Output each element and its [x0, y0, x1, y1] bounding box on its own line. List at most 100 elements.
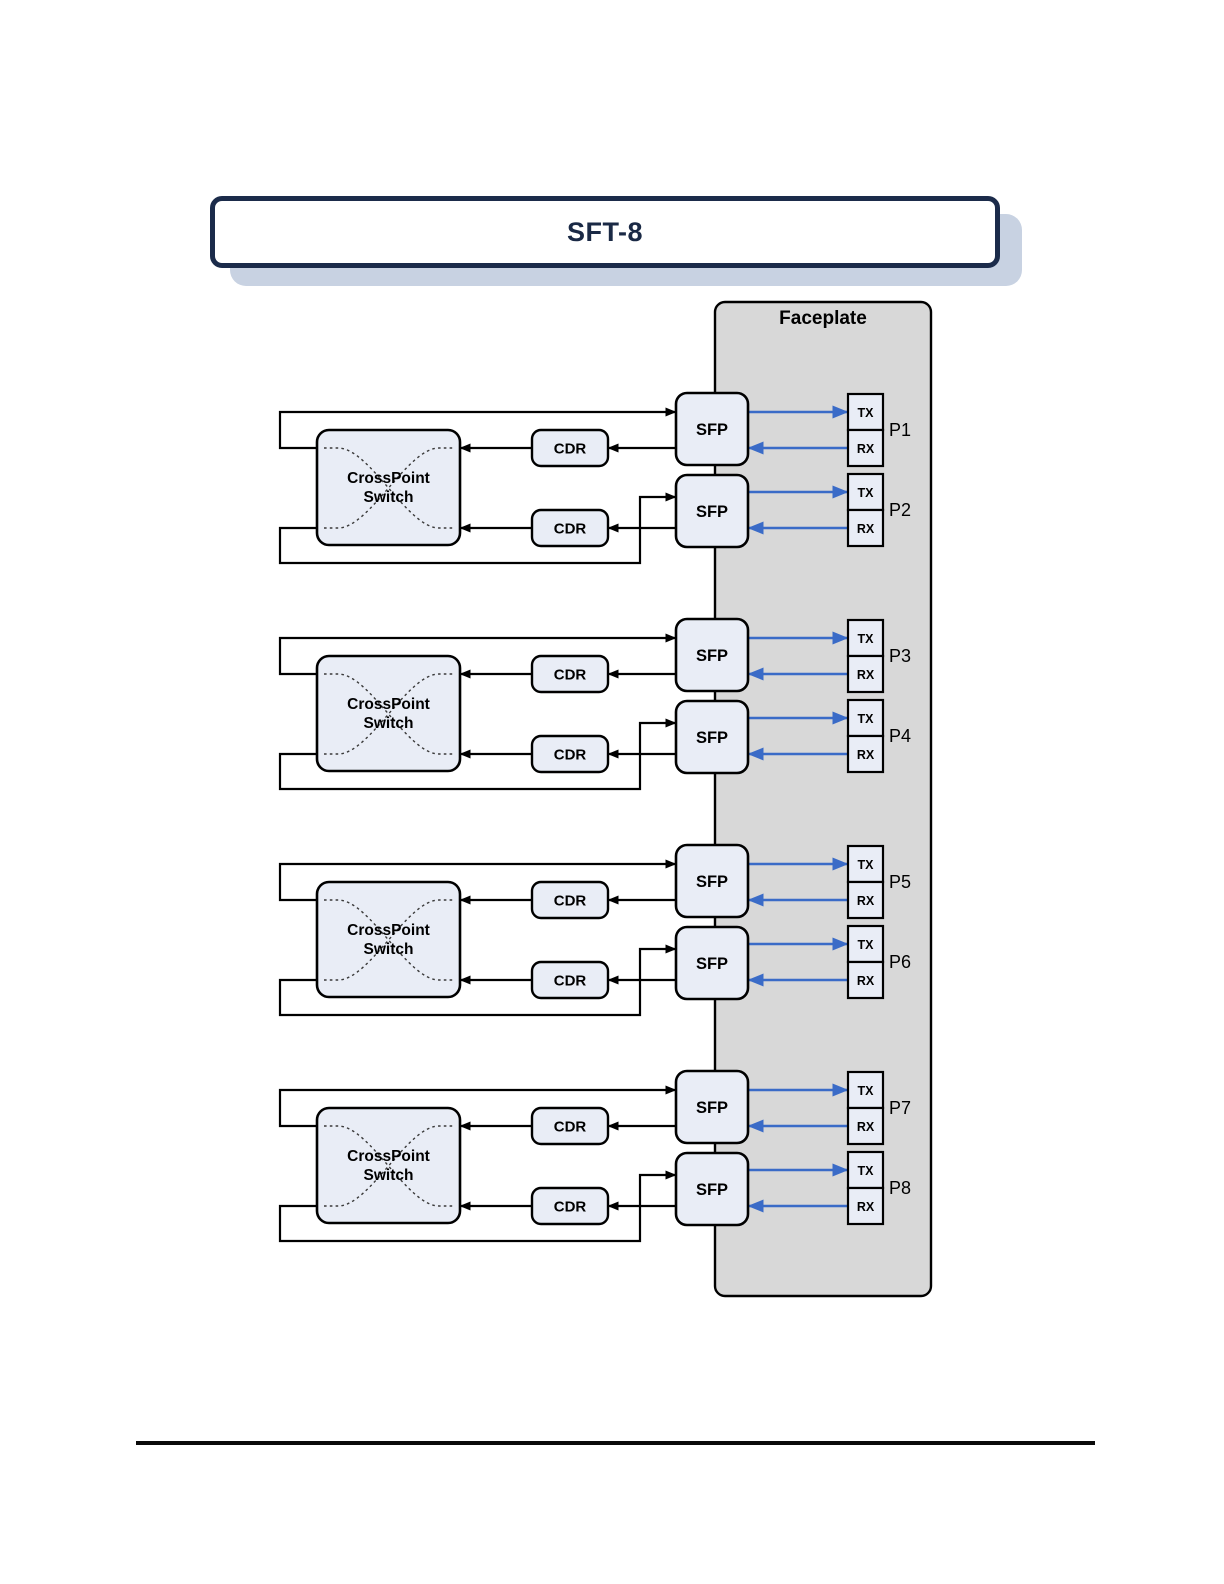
cdr-label: CDR	[554, 521, 587, 538]
rx-port-box	[846, 960, 885, 1000]
port-number-label: P2	[889, 500, 911, 520]
rx-port-box	[846, 880, 885, 920]
port-io-label: RX	[857, 974, 875, 988]
crosspoint-switch-block	[315, 428, 462, 547]
sfp-label: SFP	[696, 1181, 728, 1199]
diagram-title-box: SFT-8	[210, 196, 1000, 268]
tx-port-box	[846, 844, 885, 884]
port-number-label: P3	[889, 646, 911, 666]
port-io-label: TX	[858, 858, 875, 872]
cdr-label: CDR	[554, 1119, 587, 1136]
port-io-label: RX	[857, 668, 875, 682]
cdr-label: CDR	[554, 1199, 587, 1216]
port-number-label: P7	[889, 1098, 911, 1118]
sfp-block	[674, 391, 750, 467]
tx-port-box	[846, 924, 885, 964]
port-io-label: TX	[858, 406, 875, 420]
faceplate-panel	[713, 300, 933, 1298]
crosspoint-switch-block	[315, 880, 462, 999]
footer-rule	[136, 1441, 1095, 1445]
cdr-block	[530, 960, 610, 1000]
cdr-block	[530, 1186, 610, 1226]
port-number-label: P4	[889, 726, 911, 746]
sfp-label: SFP	[696, 421, 728, 439]
cdr-block	[530, 880, 610, 920]
port-number-label: P6	[889, 952, 911, 972]
crossover-path	[324, 673, 453, 755]
sfp-label: SFP	[696, 1099, 728, 1117]
wire-switch-to-sfp-a	[278, 407, 677, 450]
diagram-title: SFT-8	[566, 216, 643, 247]
tx-port-box	[846, 618, 885, 658]
port-io-label: TX	[858, 1084, 875, 1098]
rx-port-box	[846, 428, 885, 468]
rx-port-box	[846, 1106, 885, 1146]
crosspoint-switch-block	[315, 654, 462, 773]
port-io-label: TX	[858, 632, 875, 646]
port-io-label: RX	[857, 1200, 875, 1214]
crosspoint-switch-label: Switch	[364, 1167, 414, 1184]
port-number-label: P8	[889, 1178, 911, 1198]
cdr-label: CDR	[554, 747, 587, 764]
tx-port-box	[846, 392, 885, 432]
port-io-label: RX	[857, 442, 875, 456]
wire-switch-to-sfp-b	[278, 1170, 677, 1243]
sfp-label: SFP	[696, 729, 728, 747]
port-io-label: RX	[857, 894, 875, 908]
cdr-block	[530, 428, 610, 468]
rx-port-box	[846, 734, 885, 774]
cdr-block	[530, 1106, 610, 1146]
port-io-label: TX	[858, 486, 875, 500]
sfp-label: SFP	[696, 873, 728, 891]
sfp-block	[674, 843, 750, 919]
crosspoint-switch-label: Switch	[364, 715, 414, 732]
crosspoint-switch-label: Switch	[364, 941, 414, 958]
crosspoint-switch-label: CrossPoint	[347, 470, 430, 487]
crosspoint-switch-block	[315, 1106, 462, 1225]
sfp-block	[674, 1069, 750, 1145]
port-io-label: TX	[858, 1164, 875, 1178]
port-io-label: RX	[857, 748, 875, 762]
cdr-label: CDR	[554, 667, 587, 684]
cdr-block	[530, 654, 610, 694]
rx-port-box	[846, 654, 885, 694]
rx-port-box	[846, 1186, 885, 1226]
port-io-label: RX	[857, 1120, 875, 1134]
cdr-block	[530, 508, 610, 548]
wire-switch-to-sfp-a	[278, 633, 677, 676]
crossover-path	[324, 447, 453, 529]
sfp-label: SFP	[696, 955, 728, 973]
port-io-label: RX	[857, 522, 875, 536]
tx-port-box	[846, 1150, 885, 1190]
port-number-label: P1	[889, 420, 911, 440]
crossover-path	[324, 1125, 453, 1207]
wire-switch-to-sfp-a	[278, 859, 677, 902]
crossover-path	[324, 1125, 453, 1207]
crossover-path	[324, 899, 453, 981]
cdr-block	[530, 734, 610, 774]
sfp-label: SFP	[696, 647, 728, 665]
cdr-label: CDR	[554, 893, 587, 910]
cdr-label: CDR	[554, 441, 587, 458]
sfp-block	[674, 617, 750, 693]
sfp-block	[674, 925, 750, 1001]
tx-port-box	[846, 472, 885, 512]
wire-switch-to-sfp-a	[278, 1085, 677, 1128]
rx-port-box	[846, 508, 885, 548]
crosspoint-switch-label: CrossPoint	[347, 1148, 430, 1165]
sfp-block	[674, 699, 750, 775]
wire-switch-to-sfp-b	[278, 492, 677, 565]
crosspoint-switch-label: CrossPoint	[347, 922, 430, 939]
sfp-label: SFP	[696, 503, 728, 521]
crossover-path	[324, 673, 453, 755]
port-number-label: P5	[889, 872, 911, 892]
sfp-block	[674, 1151, 750, 1227]
crossover-path	[324, 447, 453, 529]
faceplate-title: Faceplate	[779, 308, 867, 329]
